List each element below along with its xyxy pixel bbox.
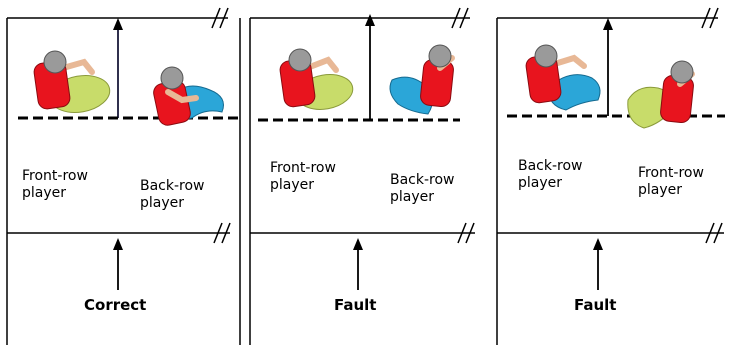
panel-2-player-2-label: Back-row player [390, 172, 455, 206]
panel-1-player-2-arm [165, 89, 199, 104]
panel-2-player-1-label-line1: Front-row [270, 160, 336, 176]
panel-3 [496, 7, 725, 345]
panel-1-player-1-label: Front-row player [22, 168, 88, 202]
panel-3-player-1-label-line1: Back-row [518, 158, 583, 174]
panel-3-player-2-figure [627, 60, 695, 129]
panel-3-player-2-label-line2: player [638, 182, 683, 198]
panel-2-verdict: Fault [334, 296, 377, 314]
panel-2-bottom-break-mark [457, 222, 475, 244]
panel-3-player-1-label-line2: player [518, 175, 563, 191]
panel-2-player-2-label-line2: player [390, 189, 435, 205]
panel-2-top-break-mark [451, 7, 469, 29]
panel-1-player-2-figure [153, 66, 224, 126]
panel-1-player-2-label: Back-row player [140, 178, 205, 212]
panel-1-player-2-label-line1: Back-row [140, 178, 205, 194]
panel-3-player-2-head [670, 60, 694, 84]
panel-1-player-1-label-line2: player [22, 185, 67, 201]
panel-1-player-2-label-line2: player [140, 195, 185, 211]
panel-2-player-2-label-line1: Back-row [390, 172, 455, 188]
panel-2-player-1-figure [279, 48, 354, 110]
panel-3-player-2-label: Front-row player [638, 165, 704, 199]
panel-2-player-2-head [428, 44, 452, 68]
panel-3-verdict-arrow-head [593, 238, 603, 250]
panel-3-net-arrow-head [603, 18, 613, 30]
panel-3-player-2-label-line1: Front-row [638, 165, 704, 181]
panel-1-verdict-arrow-head [113, 238, 123, 250]
panel-2-player-2-figure [389, 44, 455, 115]
panel-1-player-2-head [160, 66, 184, 90]
panel-2 [249, 7, 475, 345]
panel-2-verdict-arrow-head [353, 238, 363, 250]
panel-1-player-1-label-line1: Front-row [22, 168, 88, 184]
panel-1-verdict: Correct [84, 296, 147, 314]
panel-3-bottom-break-mark [705, 222, 723, 244]
panel-1-player-1-figure [33, 50, 111, 113]
panel-2-player-1-label: Front-row player [270, 160, 336, 194]
panel-2-player-1-head [288, 48, 312, 72]
panel-1-player-1-head [43, 50, 67, 74]
panel-1-bottom-break-mark [213, 222, 231, 244]
panel-3-top-break-mark [701, 7, 719, 29]
panel-1-top-break-mark [211, 7, 229, 29]
panel-1 [6, 7, 241, 345]
panel-3-verdict: Fault [574, 296, 617, 314]
panel-2-net-arrow-head [365, 14, 375, 26]
panel-3-player-1-label: Back-row player [518, 158, 583, 192]
panel-3-player-1-shorts [547, 74, 601, 111]
panel-2-player-1-label-line2: player [270, 177, 315, 193]
panel-3-player-1-head [534, 44, 558, 68]
panel-1-net-arrow-head [113, 18, 123, 30]
panel-3-player-1-figure [525, 44, 601, 111]
